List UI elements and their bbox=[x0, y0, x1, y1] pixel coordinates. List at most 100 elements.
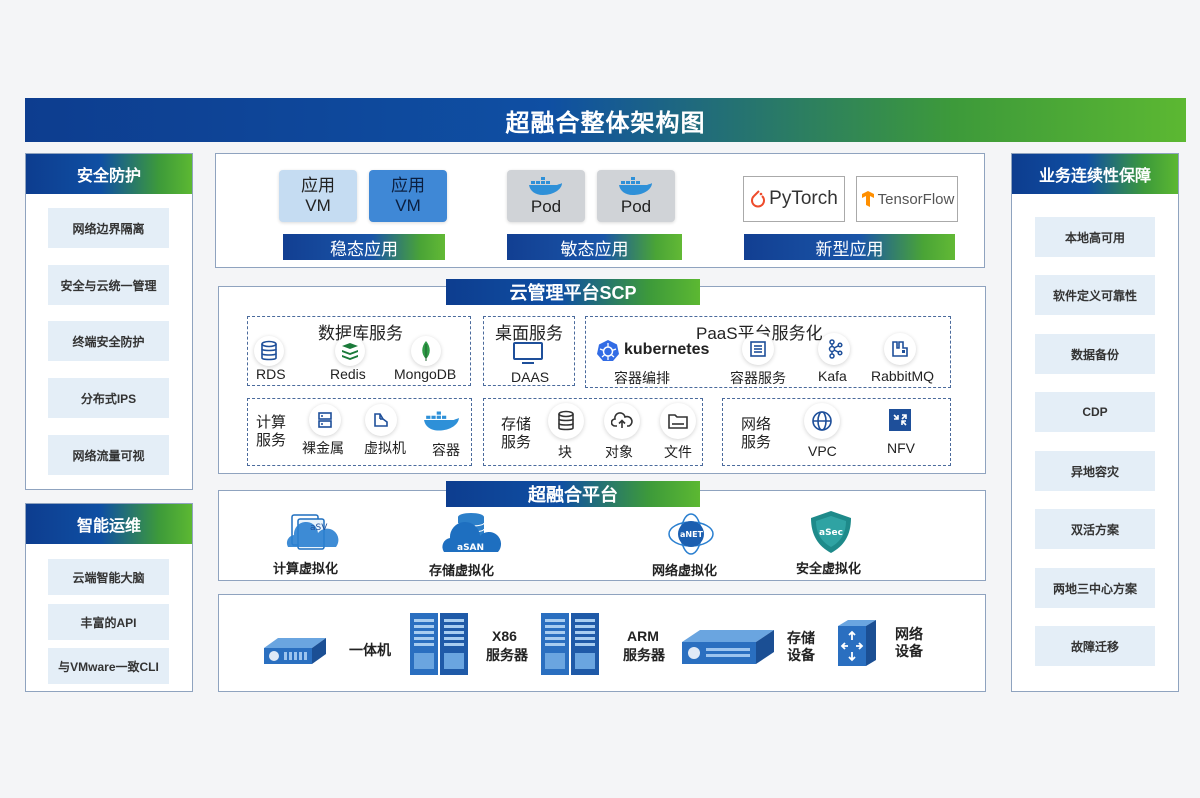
compute-title-line: 服务 bbox=[256, 432, 287, 449]
security-header: 安全防护 bbox=[26, 154, 192, 194]
continuity-item[interactable]: 故障迁移 bbox=[1035, 626, 1155, 666]
compute-title-line: 计算 bbox=[256, 414, 287, 431]
hci-item-label: 网络虚拟化 bbox=[652, 563, 718, 578]
vpc-icon-wrap bbox=[804, 403, 840, 439]
continuity-item[interactable]: 双活方案 bbox=[1035, 509, 1155, 549]
docker-whale-icon bbox=[424, 411, 459, 431]
db-item-label: MongoDB bbox=[394, 366, 457, 382]
hardware-item-label: 网络 bbox=[895, 626, 923, 642]
mongodb-leaf-icon bbox=[422, 341, 430, 361]
rabbitmq-icon-wrap bbox=[884, 333, 916, 365]
mongodb-icon-wrap bbox=[411, 336, 441, 366]
cloud-platform-header: 云管理平台SCP bbox=[446, 279, 700, 305]
tab-new-apps[interactable]: 新型应用 bbox=[744, 234, 955, 260]
paas-item-label: RabbitMQ bbox=[871, 368, 935, 384]
compute-item-label: 裸金属 bbox=[302, 440, 344, 456]
rds-icon-wrap bbox=[254, 336, 284, 366]
pod-card[interactable]: Pod bbox=[507, 170, 585, 222]
x86-server-icon bbox=[410, 613, 468, 675]
vm-label: VM bbox=[305, 196, 331, 215]
security-item[interactable]: 分布式IPS bbox=[48, 378, 169, 418]
hci-item-label: 存储虚拟化 bbox=[429, 563, 495, 578]
block-storage-icon bbox=[558, 410, 574, 431]
continuity-item[interactable]: 数据备份 bbox=[1035, 334, 1155, 374]
security-item[interactable]: 终端安全防护 bbox=[48, 321, 169, 361]
continuity-item[interactable]: 两地三中心方案 bbox=[1035, 568, 1155, 608]
db-item-label: Redis bbox=[330, 366, 366, 382]
hci-item-label: 安全虚拟化 bbox=[796, 561, 862, 576]
storage-title-line: 存储 bbox=[501, 416, 532, 433]
compute-service-title: 计算 服务 bbox=[256, 414, 286, 450]
security-item[interactable]: 网络流量可视 bbox=[48, 435, 169, 475]
paas-service-group bbox=[585, 316, 951, 388]
app-label: 应用 bbox=[301, 176, 335, 195]
folder-icon bbox=[668, 414, 688, 429]
nfv-icon bbox=[889, 409, 911, 431]
continuity-header: 业务连续性保障 bbox=[1012, 154, 1178, 194]
compute-item-label: 虚拟机 bbox=[364, 440, 406, 456]
network-switch-icon bbox=[838, 620, 876, 666]
security-virtualization-icon: aSec bbox=[811, 511, 851, 553]
hci-item-label: 计算虚拟化 bbox=[273, 561, 339, 576]
cloud-upload-icon bbox=[611, 412, 633, 428]
kafka-icon bbox=[828, 339, 843, 359]
network-item-label: NFV bbox=[887, 440, 915, 456]
db-service-title: 数据库服务 bbox=[318, 324, 403, 343]
ops-item[interactable]: 丰富的API bbox=[48, 604, 169, 640]
network-item-label: VPC bbox=[808, 443, 837, 459]
docker-whale-icon bbox=[529, 177, 562, 195]
desktop-service-title: 桌面服务 bbox=[495, 324, 563, 343]
paas-item-label: 容器编排 bbox=[614, 370, 670, 386]
continuity-item[interactable]: 本地高可用 bbox=[1035, 217, 1155, 257]
redis-icon-wrap bbox=[335, 336, 365, 366]
docker-whale-icon bbox=[619, 177, 652, 195]
storage-service-group bbox=[483, 398, 703, 466]
compute-item-label: 容器 bbox=[432, 442, 460, 458]
security-item[interactable]: 网络边界隔离 bbox=[48, 208, 169, 248]
ops-item[interactable]: 云端智能大脑 bbox=[48, 559, 169, 595]
hardware-item-label: 设备 bbox=[895, 643, 923, 659]
hardware-item-label: 服务器 bbox=[623, 647, 665, 663]
tab-steady-apps[interactable]: 稳态应用 bbox=[283, 234, 445, 260]
storage-item-label: 文件 bbox=[664, 444, 692, 460]
continuity-item[interactable]: 异地容灾 bbox=[1035, 451, 1155, 491]
anet-badge-text: aNET bbox=[680, 530, 704, 539]
network-virtualization-icon: aNET bbox=[668, 513, 714, 555]
network-title-line: 网络 bbox=[741, 416, 772, 433]
ops-panel: 智能运维 云端智能大脑 丰富的API 与VMware一致CLI bbox=[25, 503, 193, 692]
file-storage-icon-wrap bbox=[660, 403, 696, 439]
kubernetes-text: kubernetes bbox=[624, 341, 710, 358]
continuity-panel: 业务连续性保障 本地高可用 软件定义可靠性 数据备份 CDP 异地容灾 双活方案… bbox=[1011, 153, 1179, 692]
tab-agile-apps[interactable]: 敏态应用 bbox=[507, 234, 682, 260]
vm-icon-wrap bbox=[365, 404, 397, 436]
pod-card[interactable]: Pod bbox=[597, 170, 675, 222]
ops-header: 智能运维 bbox=[26, 504, 192, 544]
storage-item-label: 块 bbox=[558, 444, 572, 460]
ops-item[interactable]: 与VMware一致CLI bbox=[48, 648, 169, 684]
compute-service-group bbox=[247, 398, 472, 466]
security-item[interactable]: 安全与云统一管理 bbox=[48, 265, 169, 305]
appliance-icon bbox=[264, 638, 326, 664]
hardware-item-label: 设备 bbox=[787, 647, 815, 663]
block-storage-icon-wrap bbox=[548, 403, 584, 439]
monitor-icon bbox=[513, 342, 543, 364]
paas-item-label: Kafa bbox=[818, 368, 847, 384]
app-label: 应用 bbox=[391, 176, 425, 195]
continuity-item[interactable]: 软件定义可靠性 bbox=[1035, 275, 1155, 315]
redis-icon bbox=[342, 343, 358, 360]
storage-device-icon bbox=[682, 630, 774, 664]
hardware-item-label: ARM bbox=[627, 628, 659, 644]
security-panel: 安全防护 网络边界隔离 安全与云统一管理 终端安全防护 分布式IPS 网络流量可… bbox=[25, 153, 193, 490]
app-vm-card[interactable]: 应用 VM bbox=[369, 170, 447, 222]
app-vm-card[interactable]: 应用 VM bbox=[279, 170, 357, 222]
hardware-item-label: 一体机 bbox=[349, 642, 391, 658]
compute-virtualization-icon: aSV bbox=[286, 514, 339, 550]
container-service-icon-wrap bbox=[742, 333, 774, 365]
hci-platform-header: 超融合平台 bbox=[446, 481, 700, 507]
desktop-service-group bbox=[483, 316, 575, 386]
paas-item-label: 容器服务 bbox=[730, 370, 786, 386]
db-item-label: RDS bbox=[256, 366, 286, 382]
storage-service-title: 存储 服务 bbox=[501, 416, 531, 452]
pytorch-text: PyTorch bbox=[769, 188, 838, 209]
continuity-item[interactable]: CDP bbox=[1035, 392, 1155, 432]
